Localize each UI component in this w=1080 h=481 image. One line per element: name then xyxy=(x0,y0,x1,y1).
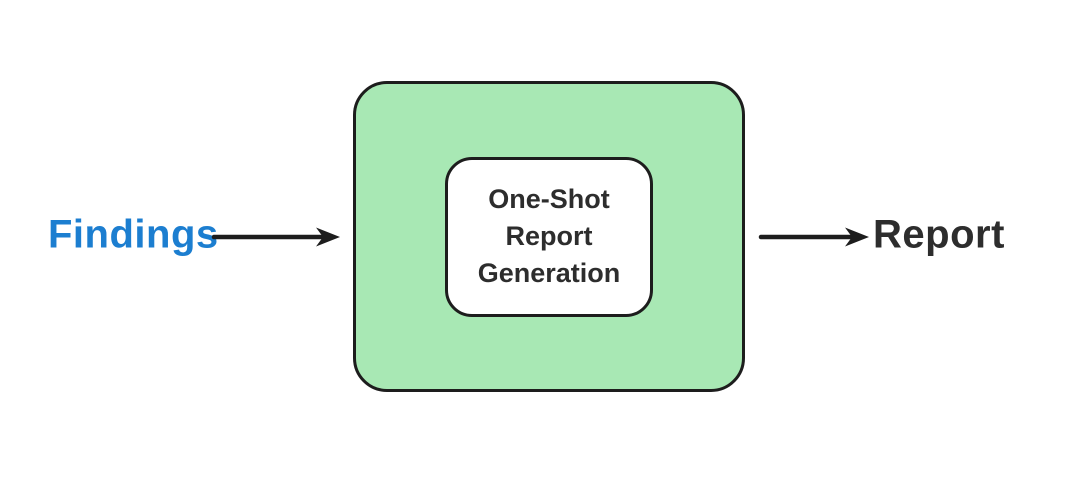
process-inner-box: One-Shot Report Generation xyxy=(445,156,653,317)
findings-label: Findings xyxy=(48,212,219,257)
arrow-right-icon xyxy=(211,227,340,247)
report-label: Report xyxy=(873,212,1005,257)
process-label-line-3: Generation xyxy=(477,258,621,288)
process-label-line-2: Report xyxy=(505,221,593,251)
process-label-line-1: One-Shot xyxy=(488,184,610,214)
arrow-right-icon xyxy=(758,227,869,247)
process-box: One-Shot Report Generation xyxy=(353,81,745,392)
